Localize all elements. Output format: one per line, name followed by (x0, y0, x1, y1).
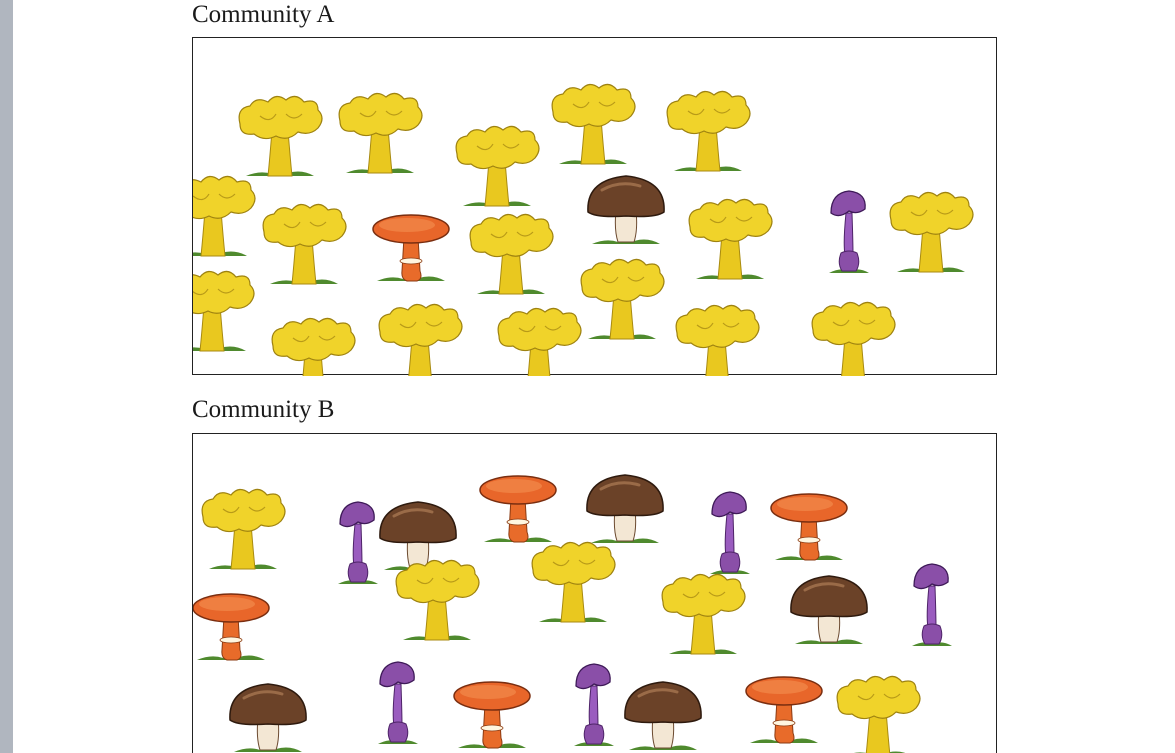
yellow-mushroom-icon (661, 573, 746, 655)
orange-mushroom-icon (745, 676, 823, 744)
yellow-mushroom-icon (889, 191, 974, 273)
brown-mushroom-icon (229, 683, 307, 752)
yellow-mushroom-icon (262, 203, 347, 285)
yellow-mushroom-icon (688, 198, 773, 280)
purple-mushroom-icon (378, 661, 418, 744)
brown-mushroom-icon (586, 474, 664, 543)
community-a-illustration (193, 83, 974, 376)
yellow-mushroom-icon (666, 90, 751, 172)
orange-mushroom-icon (453, 681, 531, 749)
yellow-mushroom-icon (201, 488, 286, 570)
yellow-mushroom-icon (551, 83, 636, 165)
yellow-mushroom-icon (497, 307, 582, 376)
yellow-mushroom-icon (811, 301, 896, 376)
community-a-panel (192, 37, 997, 376)
orange-mushroom-icon (479, 475, 557, 543)
community-b-label: Community B (192, 396, 335, 423)
brown-mushroom-icon (379, 501, 457, 570)
community-b-illustration (193, 474, 952, 753)
brown-mushroom-icon (587, 175, 665, 244)
purple-mushroom-icon (912, 563, 952, 646)
purple-mushroom-icon (574, 663, 614, 746)
yellow-mushroom-icon (580, 258, 665, 340)
purple-mushroom-icon (710, 491, 750, 574)
yellow-mushroom-icon (338, 92, 423, 174)
purple-mushroom-icon (338, 501, 378, 584)
orange-mushroom-icon (372, 214, 450, 282)
orange-mushroom-icon (770, 493, 848, 561)
yellow-mushroom-icon (271, 317, 356, 376)
yellow-mushroom-icon (469, 213, 554, 295)
yellow-mushroom-icon (193, 270, 255, 352)
window-edge-bar (0, 0, 13, 753)
yellow-mushroom-icon (238, 95, 323, 177)
brown-mushroom-icon (624, 681, 702, 750)
yellow-mushroom-icon (193, 175, 256, 257)
yellow-mushroom-icon (395, 559, 480, 641)
purple-mushroom-icon (829, 190, 869, 273)
yellow-mushroom-icon (531, 541, 616, 623)
brown-mushroom-icon (790, 575, 868, 644)
community-b-panel (192, 433, 997, 753)
yellow-mushroom-icon (378, 303, 463, 376)
orange-mushroom-icon (193, 593, 270, 661)
yellow-mushroom-icon (455, 125, 540, 207)
yellow-mushroom-icon (836, 675, 921, 753)
community-a-label: Community A (192, 1, 335, 28)
yellow-mushroom-icon (675, 304, 760, 376)
